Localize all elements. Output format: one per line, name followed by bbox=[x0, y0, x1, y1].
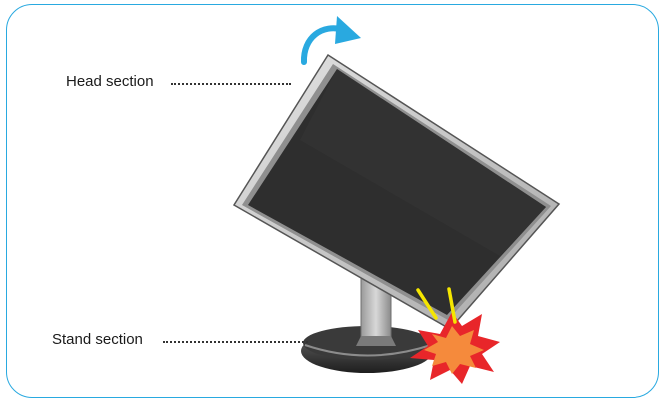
impact-burst-icon bbox=[410, 287, 500, 384]
diagram-frame bbox=[6, 4, 659, 398]
head-section-leader-line bbox=[171, 83, 291, 85]
stand-section-label: Stand section bbox=[52, 331, 143, 348]
stand-section-leader-line bbox=[163, 341, 308, 343]
monitor-head bbox=[232, 53, 561, 330]
rotate-clockwise-arrow-icon bbox=[300, 16, 361, 65]
head-section-label: Head section bbox=[66, 73, 154, 90]
